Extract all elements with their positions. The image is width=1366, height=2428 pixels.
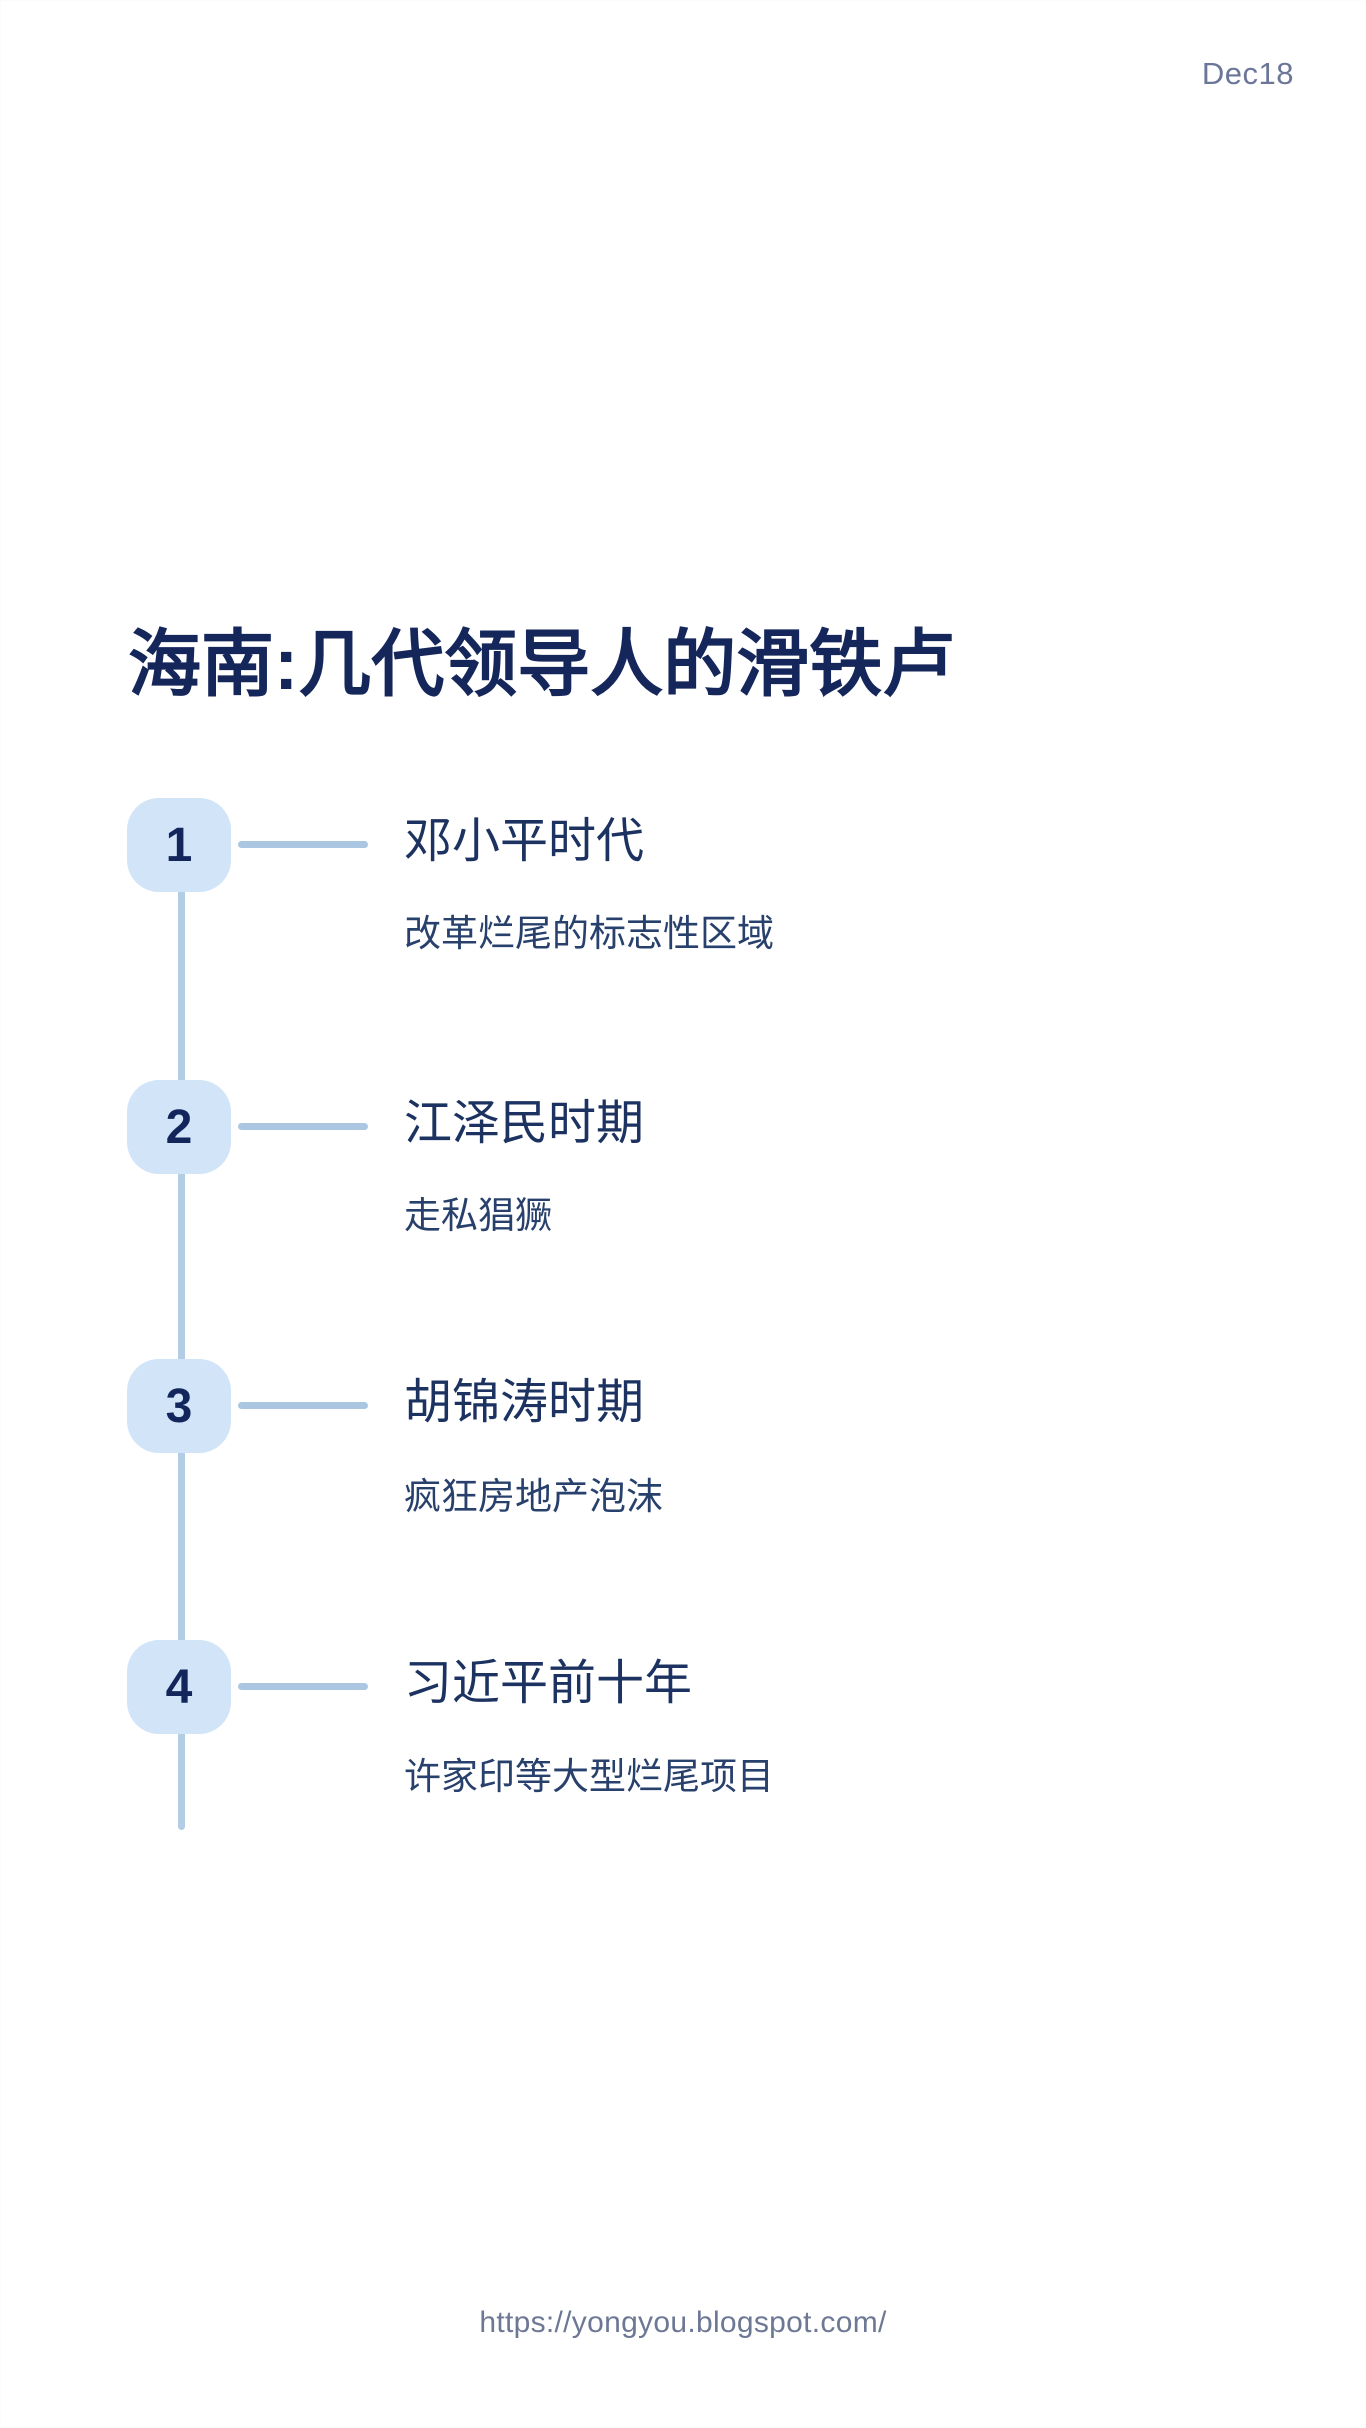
timeline-item-subtitle-4: 许家印等大型烂尾项目	[404, 1756, 774, 1797]
timeline-item-title-3: 胡锦涛时期	[404, 1376, 645, 1429]
timeline-badge-3[interactable]: 3	[127, 1359, 231, 1453]
timeline-item-subtitle-3: 疯狂房地产泡沫	[404, 1476, 663, 1517]
timeline-item-subtitle-2: 走私猖獗	[404, 1195, 552, 1236]
footer-url[interactable]: https://yongyou.blogspot.com/	[479, 2306, 887, 2339]
page-title: 海南:几代领导人的滑铁卢	[128, 623, 956, 705]
timeline-connector-1	[238, 841, 368, 848]
date-label: Dec18	[1201, 56, 1294, 91]
timeline-spine	[178, 800, 185, 1830]
timeline-item-title-4: 习近平前十年	[404, 1657, 693, 1710]
timeline-connector-3	[238, 1402, 368, 1409]
timeline-item-subtitle-1: 改革烂尾的标志性区域	[404, 913, 774, 954]
timeline-item-title-2: 江泽民时期	[404, 1097, 645, 1150]
timeline-badge-2[interactable]: 2	[127, 1080, 231, 1174]
timeline-item-title-1: 邓小平时代	[404, 815, 645, 868]
timeline-badge-4[interactable]: 4	[127, 1640, 231, 1734]
timeline-connector-4	[238, 1683, 368, 1690]
timeline-connector-2	[238, 1123, 368, 1130]
timeline-badge-1[interactable]: 1	[127, 798, 231, 892]
